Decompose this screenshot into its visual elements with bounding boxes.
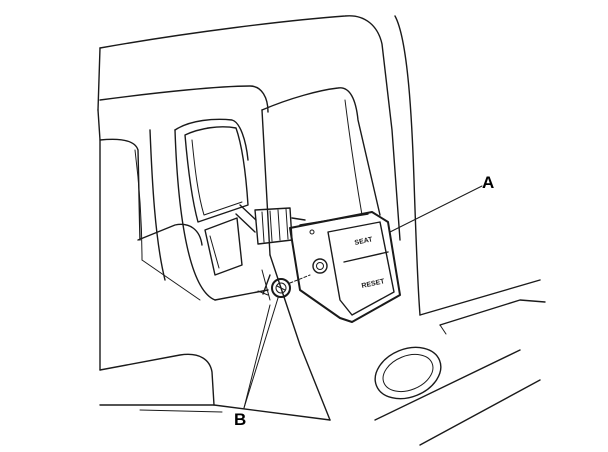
door-panel-edge xyxy=(394,15,546,335)
dash-left-body xyxy=(97,109,223,413)
switch-assembly xyxy=(289,211,401,323)
screw-fastener xyxy=(257,274,311,298)
center-console xyxy=(149,118,269,301)
reset-button-label: RESET xyxy=(361,278,386,290)
callout-a-label: A xyxy=(482,173,494,192)
callout-b-label: B xyxy=(234,410,246,429)
door-lower-lines xyxy=(374,349,541,446)
seat-button-label: SEAT xyxy=(354,236,374,247)
speaker-grille xyxy=(374,346,442,400)
fuse-box-opening xyxy=(213,87,381,421)
dashboard-outer-panel xyxy=(97,15,401,241)
leader-lines xyxy=(243,185,483,409)
air-vent-opening xyxy=(184,126,249,276)
wiring-connector xyxy=(235,204,306,245)
